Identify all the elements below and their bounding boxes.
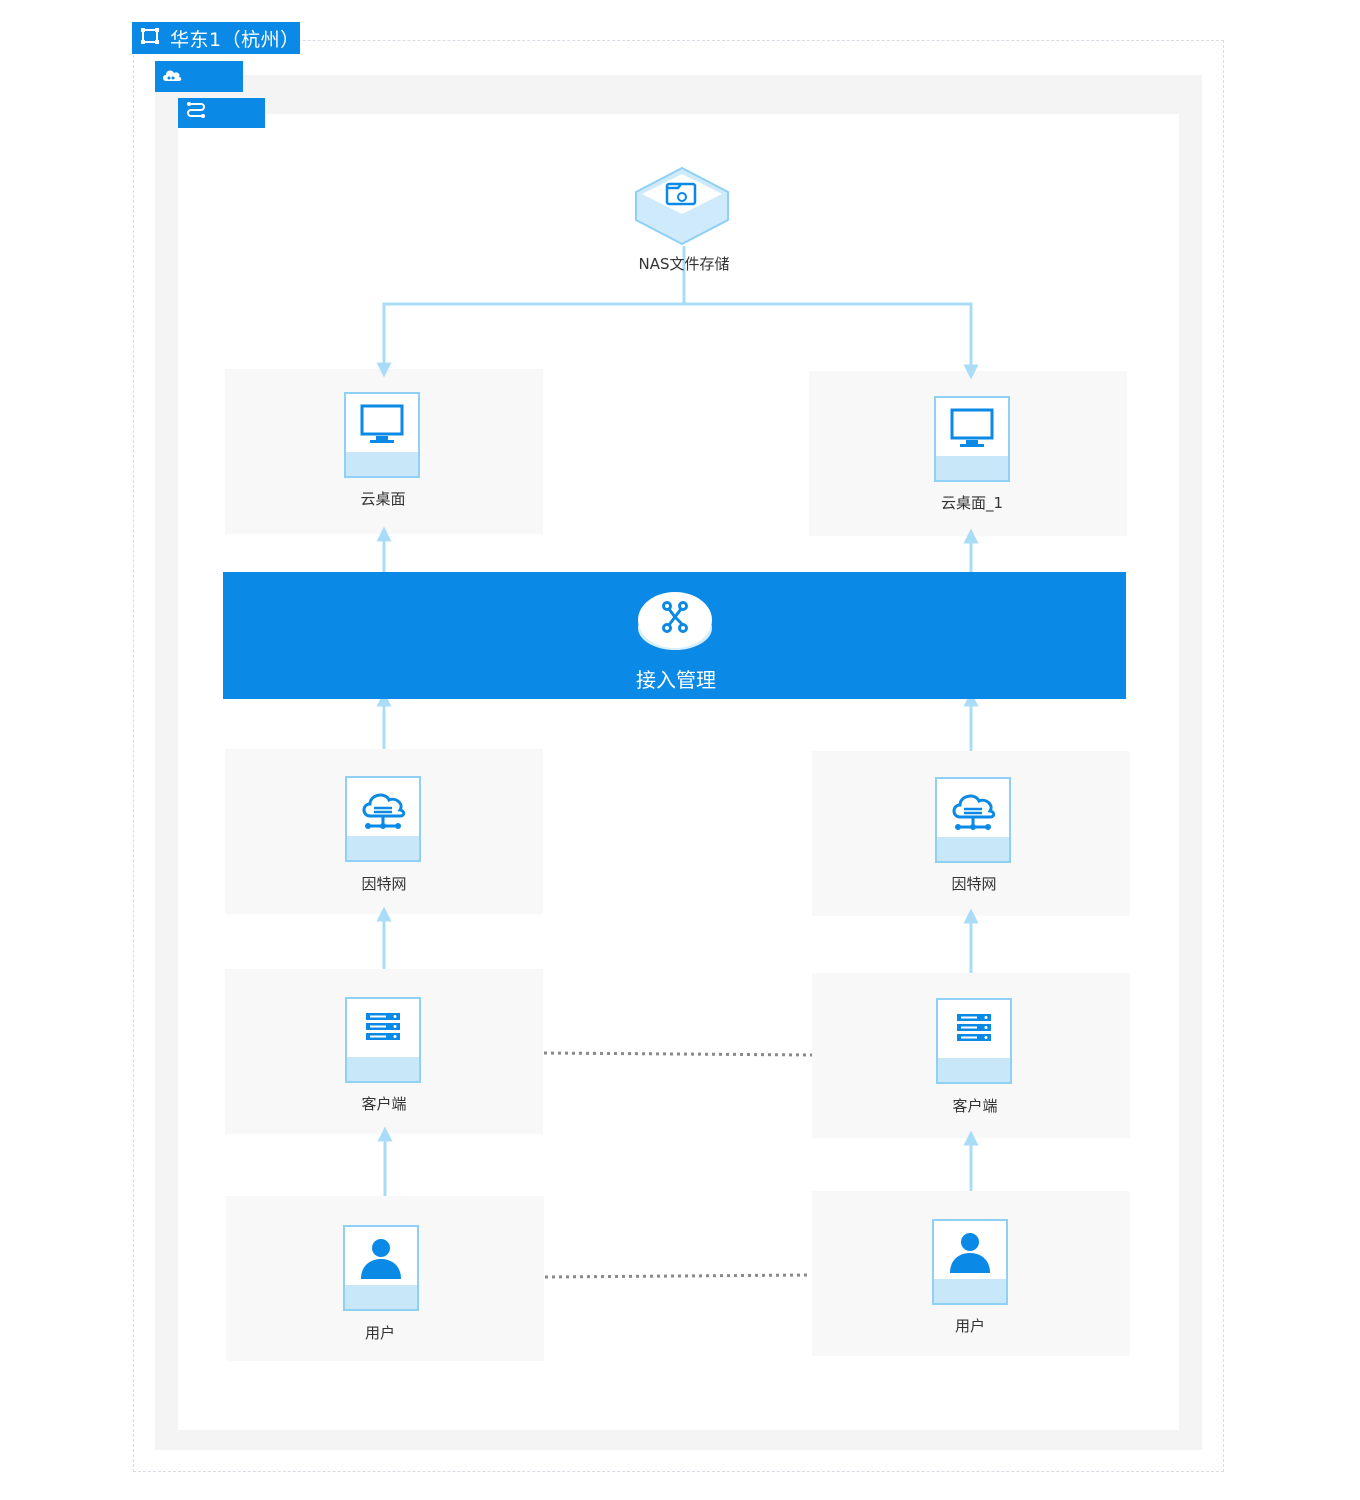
client-label-right: 客户端: [952, 1097, 998, 1115]
link-nas-desktop-right: [684, 302, 979, 380]
nas-label: NAS文件存储: [638, 255, 730, 273]
desktop-node-left[interactable]: [344, 392, 420, 478]
vswitch-tag[interactable]: [178, 98, 265, 128]
user-label-left: 用户: [364, 1324, 396, 1342]
gateway-label: 接入管理: [636, 668, 716, 692]
desktop-node-right[interactable]: [934, 396, 1010, 482]
region-tag[interactable]: 华东1（杭州）: [132, 22, 300, 54]
cloud-icon: [161, 67, 183, 87]
cloud-network-icon: [952, 794, 996, 830]
link-nas-desktop-left: [376, 246, 686, 378]
monitor-icon: [950, 408, 994, 447]
client-node-right[interactable]: [936, 998, 1012, 1084]
server-icon: [366, 1013, 400, 1040]
server-icon: [957, 1014, 991, 1041]
vpc-tag[interactable]: [155, 61, 243, 92]
user-icon: [950, 1233, 990, 1273]
user-icon: [361, 1239, 401, 1279]
user-label-right: 用户: [954, 1317, 986, 1335]
user-node-left[interactable]: [343, 1225, 419, 1311]
region-frame-icon: [140, 27, 160, 49]
client-node-left[interactable]: [345, 997, 421, 1083]
link-client-dotted: [543, 1051, 813, 1057]
gateway-node[interactable]: [636, 590, 714, 652]
switch-icon: [185, 101, 207, 125]
access-hub-icon: [638, 592, 712, 650]
user-node-right[interactable]: [932, 1219, 1008, 1305]
internet-label-right: 因特网: [951, 875, 997, 893]
link-user-dotted: [544, 1273, 811, 1279]
internet-node-left[interactable]: [345, 776, 421, 862]
desktop-label-right: 云桌面_1: [940, 494, 1004, 512]
desktop-label-left: 云桌面: [360, 490, 406, 508]
region-boundary: [133, 40, 1224, 1472]
region-title: 华东1（杭州）: [170, 28, 300, 51]
monitor-icon: [360, 404, 404, 443]
nas-node[interactable]: [634, 166, 730, 246]
internet-node-right[interactable]: [935, 777, 1011, 863]
internet-label-left: 因特网: [361, 875, 407, 893]
nas-storage-icon: [635, 166, 729, 246]
client-label-left: 客户端: [361, 1095, 407, 1113]
cloud-network-icon: [362, 793, 406, 829]
